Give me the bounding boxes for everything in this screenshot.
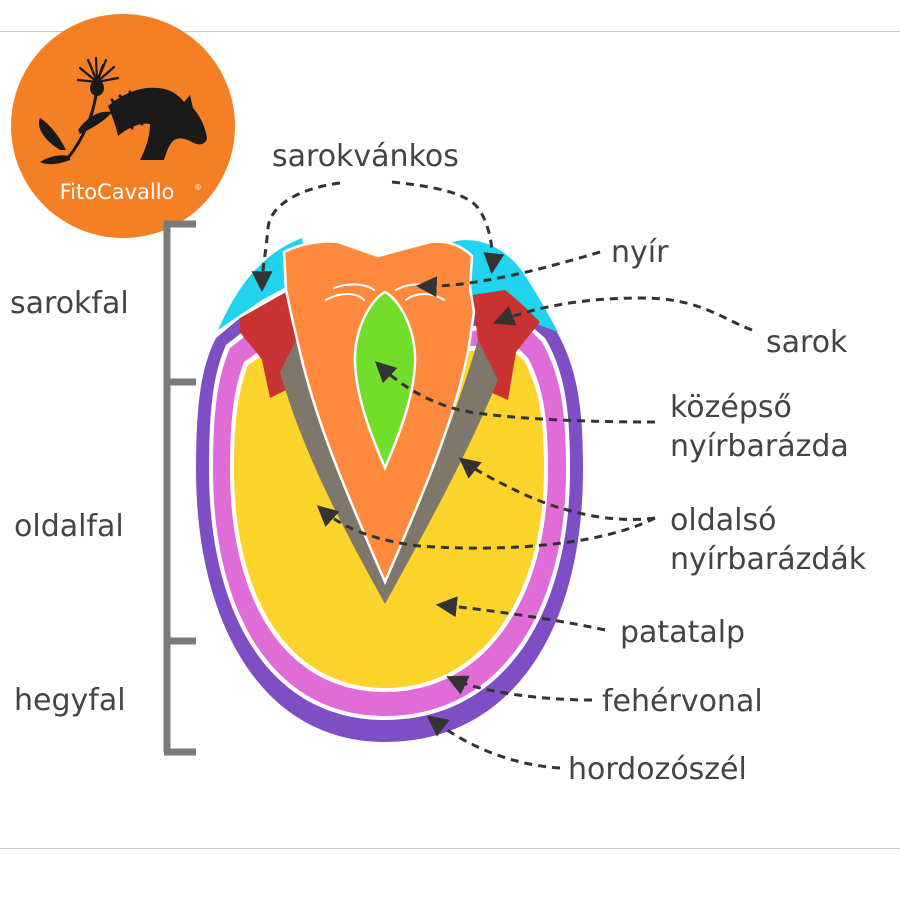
arrow-lateral-sulcus-left — [316, 505, 656, 550]
label-central-sulcus-line1: középső — [670, 390, 792, 425]
arrow-bars-right — [391, 180, 505, 275]
label-sole: patatalp — [620, 615, 745, 650]
label-frog: nyír — [611, 235, 669, 270]
brand-name: FitoCavallo — [60, 180, 175, 204]
heel-bulb-right — [446, 240, 558, 332]
label-side-wall: oldalfal — [14, 509, 124, 544]
region-bracket — [163, 220, 196, 756]
label-bars: sarokvánkos — [272, 139, 459, 174]
horse-head-with-thistle-icon — [38, 56, 207, 165]
hoof-sole-view — [196, 238, 583, 742]
label-heel: sarok — [766, 325, 848, 360]
arrow-sole — [435, 596, 606, 632]
label-lateral-sulci-line2: nyírbarázdák — [670, 542, 867, 577]
arrow-bars-left — [251, 181, 341, 293]
part-labels: sarokvánkos nyír sarok középső nyírbaráz… — [272, 139, 867, 787]
lateral-sulci-region — [280, 340, 498, 604]
registered-mark: ® — [194, 183, 202, 192]
logo-wordmark: FitoCavallo ® — [60, 180, 202, 204]
label-white-line: fehérvonal — [602, 684, 763, 719]
pointer-arrows — [251, 180, 753, 770]
fitocavallo-logo: FitoCavallo ® — [11, 14, 235, 238]
bottom-divider — [0, 848, 900, 849]
arrow-central-sulcus — [374, 361, 656, 424]
label-wall: hordozószél — [568, 752, 747, 787]
label-central-sulcus-line2: nyírbarázda — [670, 429, 849, 464]
top-divider — [0, 31, 900, 32]
label-lateral-sulci-line1: oldalsó — [670, 503, 776, 538]
arrow-lateral-sulcus-right — [458, 457, 656, 521]
arrow-wall — [426, 715, 561, 770]
arrow-white-line — [446, 675, 593, 702]
arrow-heel — [493, 296, 753, 332]
label-heel-wall: sarokfal — [10, 286, 129, 321]
label-toe-wall: hegyfal — [14, 683, 126, 718]
